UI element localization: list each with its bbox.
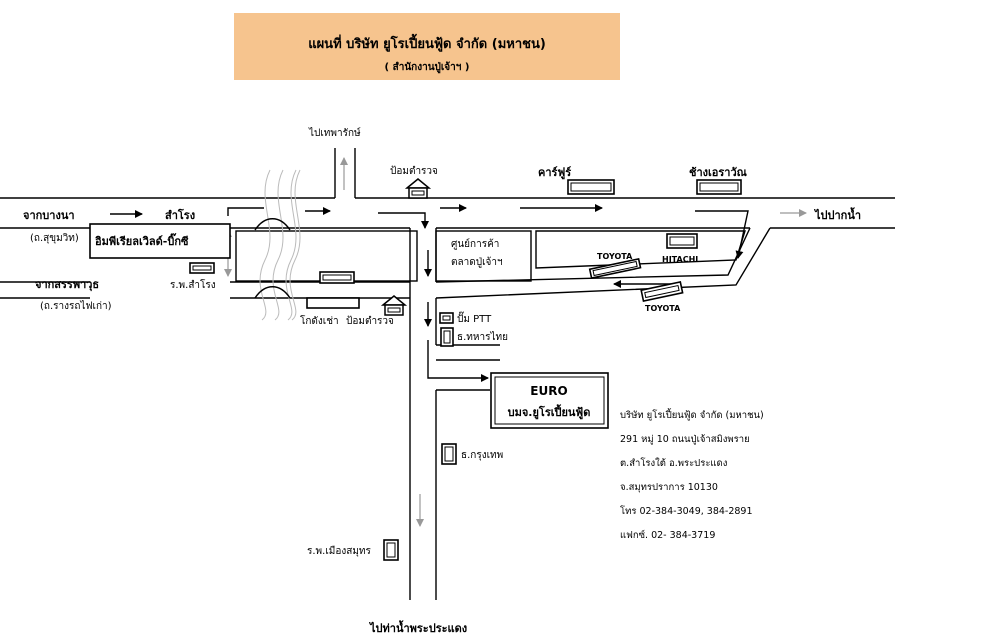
address-fax: แฟกซ์. 02- 384-3719	[620, 530, 716, 541]
label-imperial: อิมพีเรียลเวิลด์-บิ๊กซี	[95, 233, 189, 248]
address-street: 291 หมู่ 10 ถนนปู่เจ้าสมิงพราย	[620, 434, 750, 445]
label-euro-brand: EURO	[530, 384, 567, 398]
label-police-box-bottom: ป้อมตำรวจ	[346, 315, 394, 327]
label-to-thepharak: ไปเทพารักษ์	[308, 127, 361, 139]
euro-building	[490, 372, 609, 429]
label-euro-company: บมจ.ยูโรเปี้ยนฟู้ด	[508, 404, 591, 420]
canal	[254, 169, 301, 321]
city-blocks	[235, 227, 771, 299]
map-title-box: แผนที่ บริษัท ยูโรเปี้ยนฟู้ด จำกัด (มหาช…	[234, 13, 620, 80]
label-shopping-center: ศูนย์การค้า	[451, 238, 499, 250]
thepharak-road	[334, 148, 356, 198]
sukhumvit-road	[0, 197, 895, 229]
label-market: ตลาดปู่เจ้าฯ	[451, 256, 503, 268]
label-from-sanphawut: จากสรรพาวุธ	[35, 278, 99, 292]
hitachi-building	[666, 233, 698, 249]
address-phone: โทร 02-384-3049, 384-2891	[620, 506, 753, 517]
address-district: ต.สำโรงใต้ อ.พระประแดง	[620, 458, 728, 469]
label-ptt: ปั๊ม PTT	[457, 311, 492, 325]
chang-erawan-building	[696, 179, 742, 195]
map-subtitle: ( สำนักงานปู่เจ้าฯ )	[384, 62, 470, 73]
label-to-tha-nam: ไปท่าน้ำพระประแดง	[368, 620, 467, 635]
ptt-building	[439, 312, 454, 324]
carrefour-building	[567, 179, 615, 195]
label-toyota-1: TOYOTA	[597, 252, 633, 261]
market-building	[319, 271, 355, 284]
label-sukhumvit: (ถ.สุขุมวิท)	[30, 233, 79, 244]
phu-chao-road	[409, 228, 500, 600]
label-bangkok-bank: ธ.กรุงเทพ	[461, 450, 503, 461]
label-sumrong: สำโรง	[165, 208, 195, 222]
label-hitachi: HITACHI	[662, 255, 698, 264]
address-province: จ.สมุทรปราการ 10130	[620, 482, 718, 493]
label-samrong-hospital: ร.พ.สำโรง	[170, 278, 216, 291]
police-box-bottom-icon	[380, 295, 408, 316]
label-from-bangna: จากบางนา	[23, 209, 75, 222]
label-thai-military-bank: ธ.ทหารไทย	[457, 331, 508, 343]
company-address: บริษัท ยูโรเปี้ยนฟู้ด จำกัด (มหาชน) 291 …	[620, 404, 764, 548]
toyota-building-2	[640, 281, 684, 302]
toyota-building-1	[588, 257, 642, 280]
label-carrefour: คาร์ฟูร์	[538, 166, 571, 180]
mueang-samut-hospital-building	[383, 539, 399, 561]
samrong-hospital-building	[189, 262, 215, 274]
bangkok-bank-building	[441, 443, 457, 465]
label-toyota-2: TOYOTA	[645, 304, 681, 313]
godown-building	[306, 297, 360, 309]
imperial-world-building	[89, 223, 231, 259]
label-godown: โกดังเช่า	[300, 314, 339, 327]
label-mueang-samut-hospital: ร.พ.เมืองสมุทร	[307, 545, 372, 557]
label-chang-erawan: ช้างเอราวัณ	[689, 166, 748, 179]
label-railway-road: (ถ.รางรถไฟเก่า)	[40, 300, 112, 312]
label-police-box-top: ป้อมตำรวจ	[390, 165, 438, 177]
map-title: แผนที่ บริษัท ยูโรเปี้ยนฟู้ด จำกัด (มหาช…	[308, 37, 546, 52]
label-to-paknam: ไปปากน้ำ	[813, 207, 861, 222]
police-box-top-icon	[404, 178, 432, 199]
thai-military-bank-building	[440, 327, 454, 347]
address-company-name: บริษัท ยูโรเปี้ยนฟู้ด จำกัด (มหาชน)	[620, 410, 764, 421]
traffic-arrows	[110, 157, 807, 527]
